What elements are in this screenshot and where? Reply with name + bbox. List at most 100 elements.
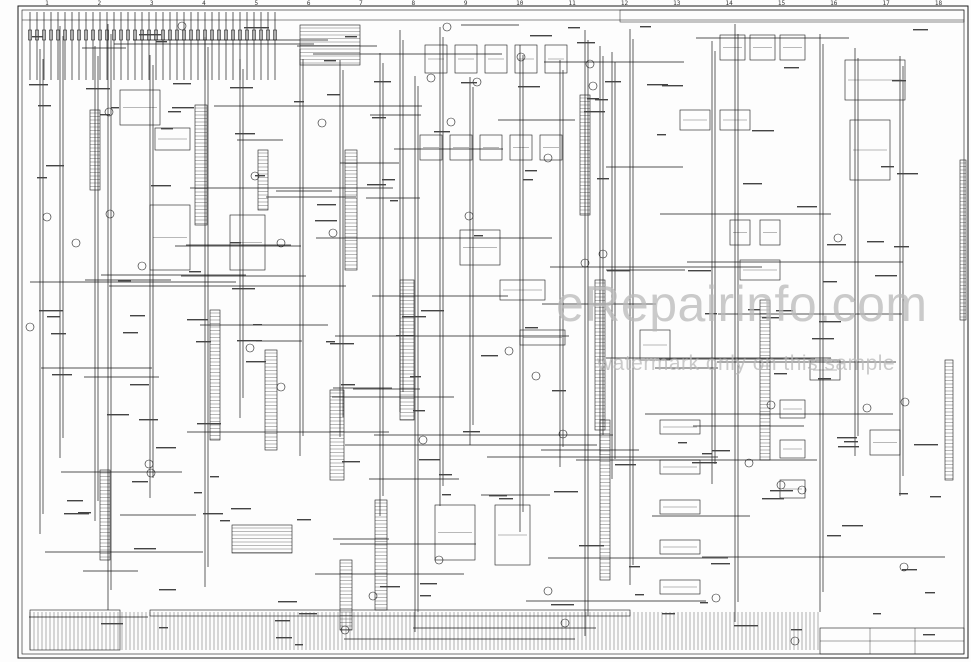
label-mark bbox=[275, 620, 290, 622]
component-box bbox=[454, 44, 478, 74]
fuse bbox=[28, 29, 32, 41]
component-box bbox=[779, 34, 806, 61]
label-mark bbox=[230, 242, 241, 244]
label-mark bbox=[812, 338, 834, 340]
connector-block bbox=[299, 24, 361, 66]
column-number: 9 bbox=[463, 0, 468, 7]
fuse bbox=[42, 29, 46, 41]
component-box bbox=[459, 229, 501, 266]
terminal-marker bbox=[833, 233, 843, 243]
fuse bbox=[91, 29, 95, 41]
label-mark bbox=[568, 27, 580, 29]
column-number: 16 bbox=[830, 0, 838, 7]
label-mark bbox=[791, 629, 802, 631]
label-mark bbox=[784, 67, 799, 69]
fuse bbox=[252, 29, 256, 41]
label-mark bbox=[139, 34, 161, 36]
terminal-marker bbox=[588, 81, 598, 91]
label-mark bbox=[297, 519, 311, 521]
component-box bbox=[809, 359, 841, 381]
terminal-marker bbox=[446, 117, 456, 127]
column-number: 1 bbox=[45, 0, 49, 7]
label-mark bbox=[797, 206, 817, 208]
fuse bbox=[63, 29, 67, 41]
terminal-marker bbox=[276, 238, 286, 248]
label-mark bbox=[253, 324, 262, 326]
label-mark bbox=[662, 613, 675, 615]
terminal-marker bbox=[585, 59, 595, 69]
component-box bbox=[659, 579, 701, 595]
label-group bbox=[29, 26, 941, 646]
label-mark bbox=[231, 508, 251, 510]
label-mark bbox=[327, 94, 340, 96]
label-mark bbox=[873, 613, 881, 615]
label-mark bbox=[743, 183, 762, 185]
terminal-marker bbox=[434, 555, 444, 565]
column-number: 4 bbox=[202, 0, 206, 7]
fuse bbox=[266, 29, 270, 41]
connector-block bbox=[257, 149, 269, 211]
label-mark bbox=[100, 114, 110, 116]
label-mark bbox=[607, 270, 630, 272]
component-box bbox=[434, 504, 476, 561]
label-mark bbox=[38, 105, 51, 107]
label-mark bbox=[930, 496, 941, 498]
fuse bbox=[175, 29, 179, 41]
label-mark bbox=[584, 111, 605, 113]
column-number: 2 bbox=[97, 0, 102, 7]
column-number: 17 bbox=[882, 0, 890, 7]
label-mark bbox=[156, 41, 167, 43]
fuse bbox=[196, 29, 200, 41]
label-mark bbox=[235, 133, 255, 135]
terminal-marker bbox=[504, 346, 514, 356]
fuse bbox=[182, 29, 186, 41]
label-mark bbox=[913, 29, 928, 31]
label-mark bbox=[434, 131, 450, 133]
terminal-marker bbox=[899, 562, 909, 572]
connector-block bbox=[579, 94, 591, 216]
component-box bbox=[484, 44, 508, 74]
component-box bbox=[419, 134, 443, 161]
label-mark bbox=[111, 107, 119, 109]
label-mark bbox=[139, 419, 158, 421]
label-mark bbox=[118, 280, 131, 282]
label-mark bbox=[595, 99, 608, 101]
fuse bbox=[105, 29, 109, 41]
component-box bbox=[849, 119, 891, 181]
harness-connector bbox=[29, 609, 121, 651]
label-mark bbox=[705, 313, 717, 315]
fuse bbox=[77, 29, 81, 41]
label-mark bbox=[700, 602, 708, 604]
component-box bbox=[729, 219, 751, 246]
label-mark bbox=[196, 341, 211, 343]
label-mark bbox=[712, 450, 730, 452]
label-mark bbox=[523, 179, 533, 181]
label-mark bbox=[413, 410, 425, 412]
label-mark bbox=[734, 625, 758, 627]
terminal-marker bbox=[245, 343, 255, 353]
column-number: 8 bbox=[411, 0, 416, 7]
label-mark bbox=[374, 81, 391, 83]
terminal-marker bbox=[560, 618, 570, 628]
label-mark bbox=[390, 200, 398, 202]
label-mark bbox=[647, 84, 668, 86]
fuse bbox=[49, 29, 53, 41]
label-mark bbox=[481, 355, 498, 357]
label-mark bbox=[640, 26, 651, 28]
label-mark bbox=[499, 498, 513, 500]
label-mark bbox=[770, 490, 793, 492]
label-mark bbox=[151, 185, 171, 187]
connector-block bbox=[339, 559, 353, 631]
label-mark bbox=[461, 82, 477, 84]
terminal-marker bbox=[543, 153, 553, 163]
label-mark bbox=[776, 310, 793, 312]
connector-block bbox=[344, 149, 358, 271]
label-mark bbox=[421, 310, 444, 312]
label-mark bbox=[518, 86, 540, 88]
label-mark bbox=[635, 594, 644, 596]
fuse bbox=[126, 29, 130, 41]
label-mark bbox=[762, 498, 784, 500]
label-mark bbox=[295, 644, 303, 646]
label-mark bbox=[662, 85, 683, 87]
wire-group bbox=[29, 12, 945, 650]
